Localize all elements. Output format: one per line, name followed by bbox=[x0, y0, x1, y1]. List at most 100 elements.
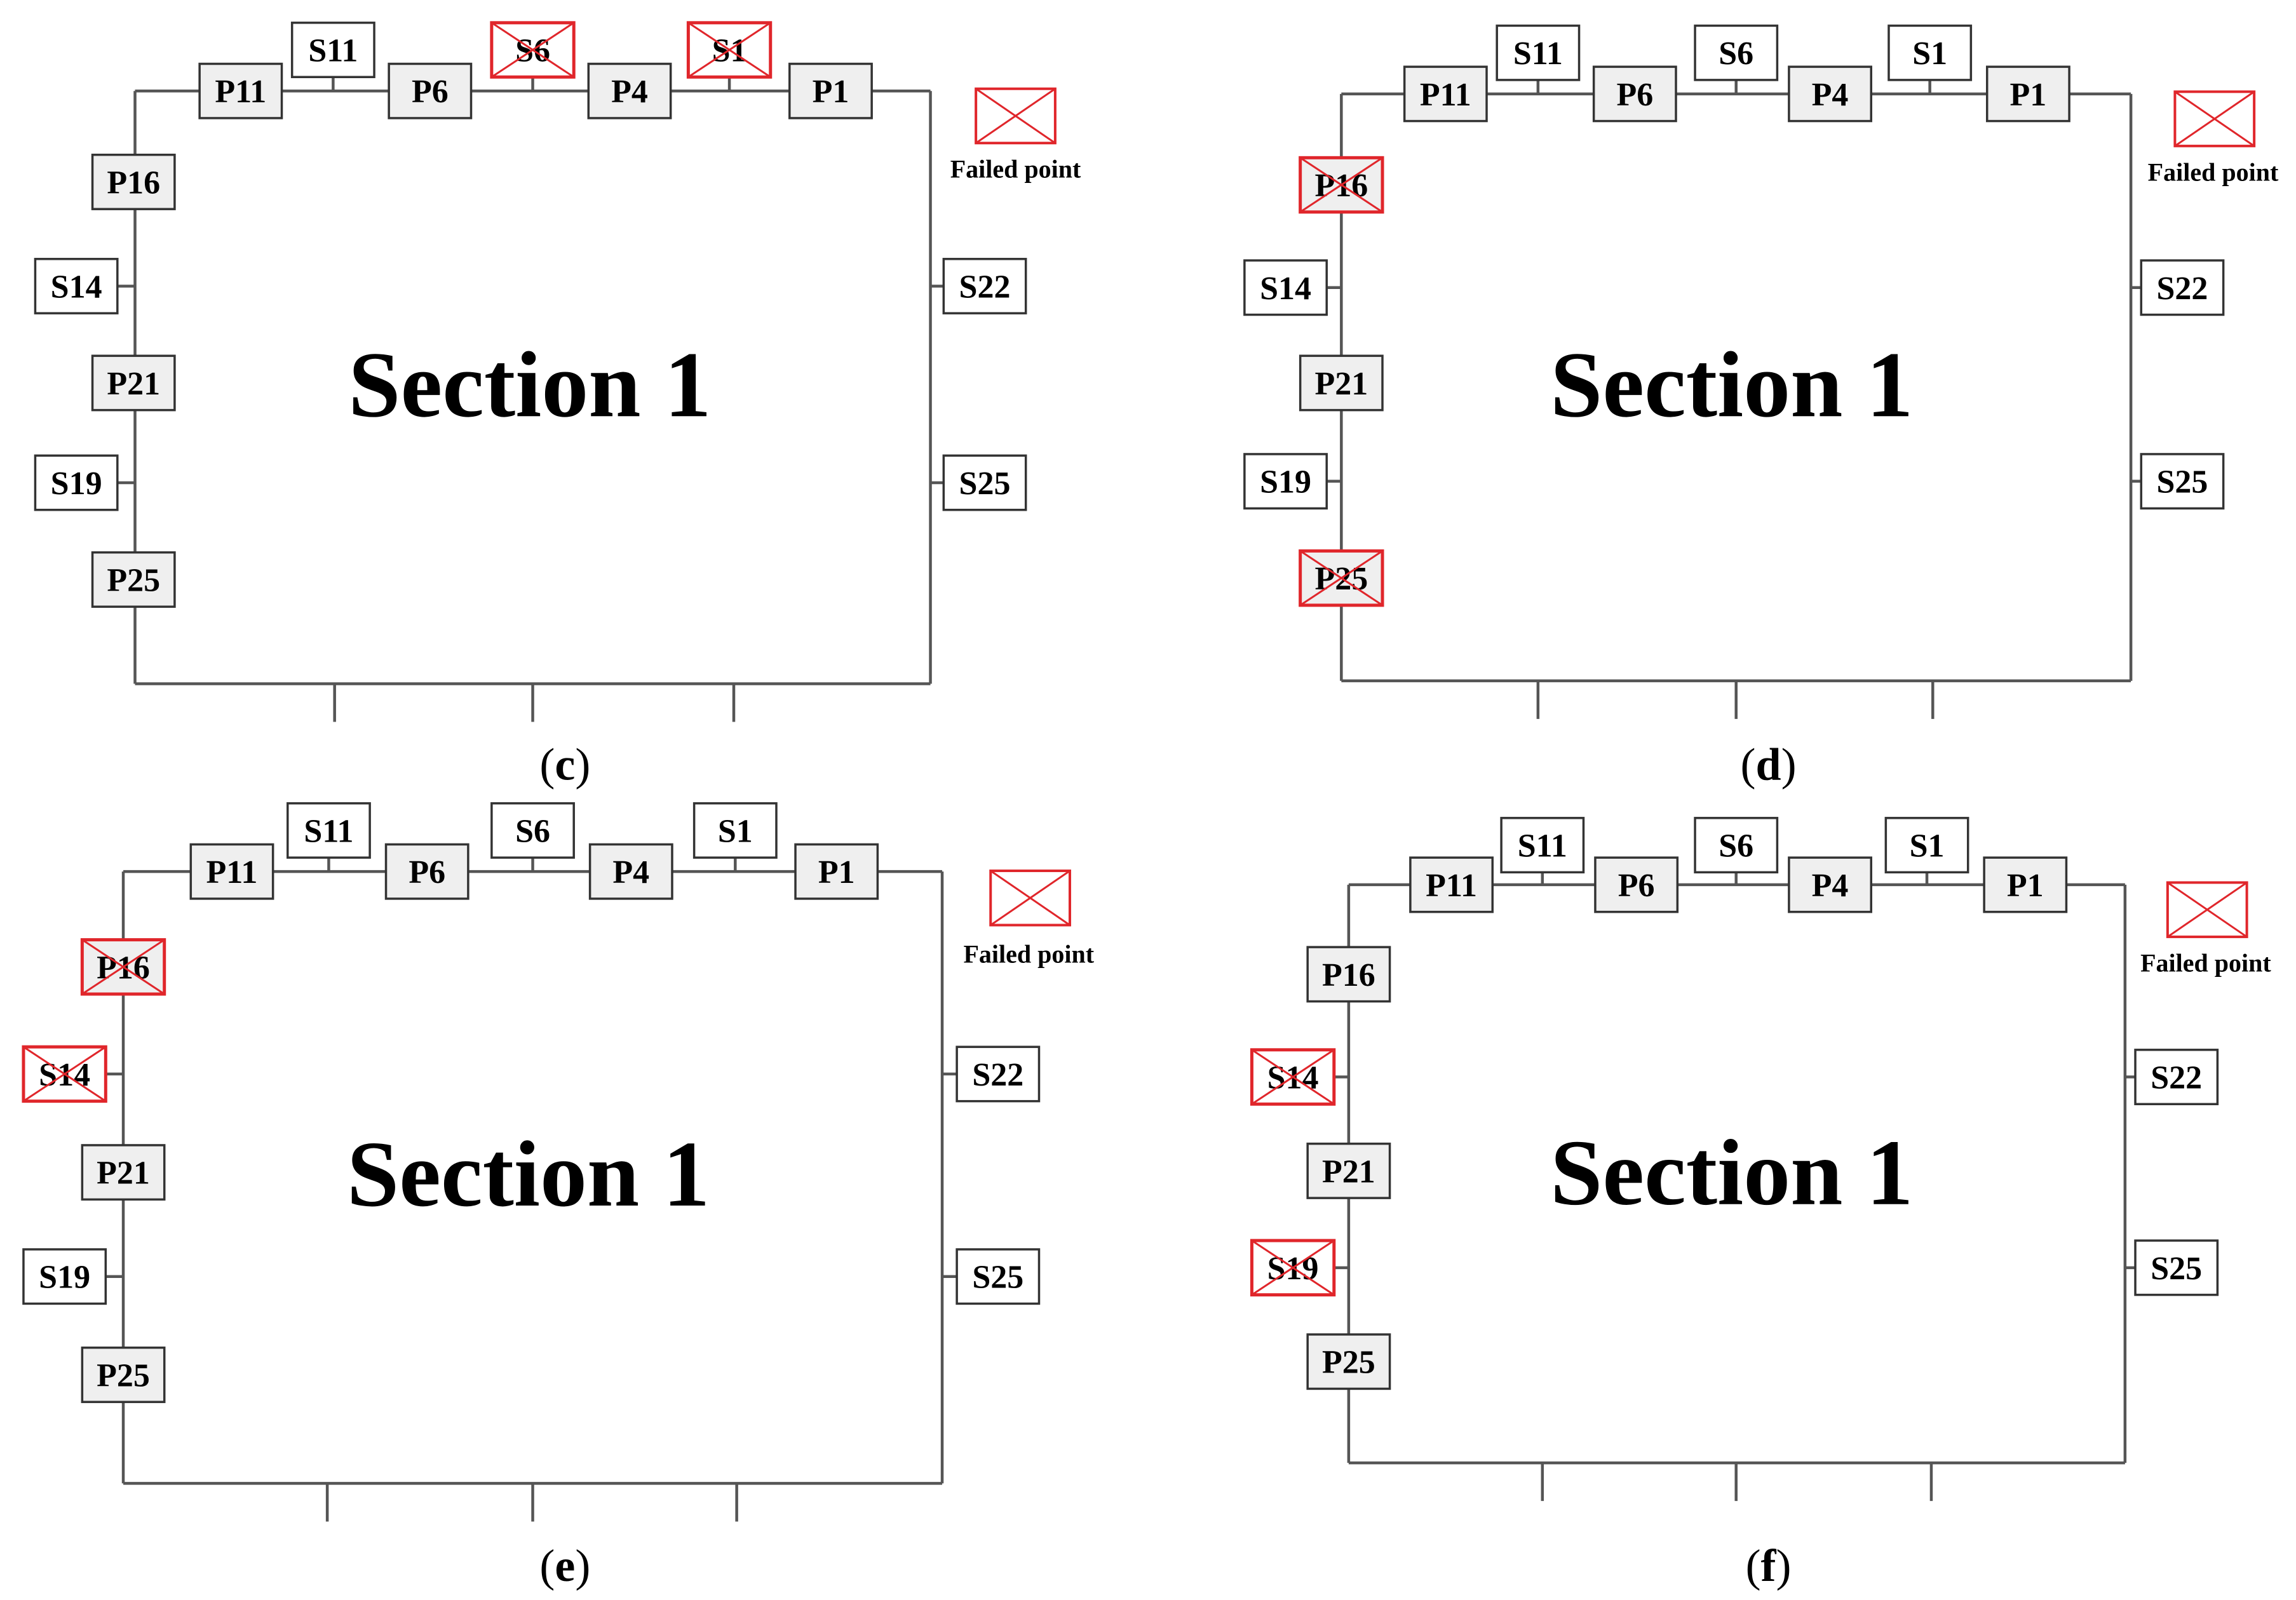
node-box bbox=[587, 62, 672, 119]
legend-cross-line bbox=[990, 870, 1070, 926]
node-s22: S22 bbox=[956, 1045, 1041, 1103]
node-s22: S22 bbox=[2140, 259, 2225, 316]
fail-cross-line bbox=[23, 1045, 107, 1102]
node-label: S14 bbox=[1260, 271, 1311, 307]
node-s25: S25 bbox=[2134, 1239, 2219, 1296]
node-label: S22 bbox=[959, 269, 1011, 305]
node-box bbox=[81, 1346, 166, 1403]
node-p16: P16 bbox=[80, 938, 166, 996]
node-box bbox=[942, 257, 1027, 314]
node-label: P1 bbox=[813, 74, 849, 110]
node-p25: P25 bbox=[81, 1346, 166, 1403]
node-label: P21 bbox=[1322, 1153, 1375, 1190]
node-box bbox=[490, 802, 575, 859]
node-label: P6 bbox=[1618, 868, 1655, 904]
node-label: S1 bbox=[718, 813, 753, 849]
node-box bbox=[384, 843, 469, 900]
node-box bbox=[1306, 1333, 1391, 1390]
node-box bbox=[788, 62, 873, 119]
node-label: P4 bbox=[612, 854, 649, 891]
node-p21: P21 bbox=[81, 1144, 166, 1201]
node-box bbox=[1985, 65, 2070, 123]
node-box bbox=[1403, 65, 1488, 123]
node-p1: P1 bbox=[1983, 856, 2068, 913]
section-title: Section 1 bbox=[1550, 1121, 1913, 1225]
node-box bbox=[1788, 856, 1872, 913]
node-label: S19 bbox=[51, 466, 102, 502]
node-s25: S25 bbox=[956, 1248, 1041, 1305]
node-box bbox=[1299, 354, 1384, 412]
fail-cross-line bbox=[491, 22, 575, 78]
node-p21: P21 bbox=[1299, 354, 1384, 412]
node-label: S6 bbox=[1719, 36, 1753, 72]
node-label: P6 bbox=[412, 74, 449, 110]
node-box bbox=[34, 454, 119, 511]
node-label: S14 bbox=[51, 269, 102, 305]
node-label: P11 bbox=[1420, 77, 1471, 113]
legend-label: Failed point bbox=[950, 155, 1081, 184]
node-p6: P6 bbox=[384, 843, 469, 900]
legend-cross-line bbox=[975, 88, 1056, 144]
node-s6: S6 bbox=[1694, 817, 1779, 874]
node-label: P21 bbox=[97, 1155, 150, 1192]
node-box bbox=[1243, 259, 1328, 316]
node-s25: S25 bbox=[942, 454, 1027, 511]
node-label: P4 bbox=[1812, 868, 1849, 904]
node-p6: P6 bbox=[1592, 65, 1677, 123]
node-label: P4 bbox=[1812, 77, 1849, 113]
node-box bbox=[91, 354, 176, 412]
node-s22: S22 bbox=[942, 257, 1027, 314]
panel-caption: (e) bbox=[539, 1540, 590, 1591]
legend-failed-point: Failed point bbox=[950, 87, 1081, 184]
section-title: Section 1 bbox=[1550, 333, 1913, 437]
node-label: S22 bbox=[972, 1057, 1023, 1093]
node-box bbox=[1306, 1142, 1391, 1199]
node-s6: S6 bbox=[490, 21, 576, 79]
node-s1: S1 bbox=[686, 21, 773, 79]
node-label: P1 bbox=[2007, 868, 2044, 904]
node-box bbox=[388, 62, 473, 119]
legend-cross-line bbox=[2167, 882, 2248, 938]
node-s19: S19 bbox=[34, 454, 119, 511]
node-box bbox=[287, 802, 371, 859]
node-label: S11 bbox=[308, 33, 358, 69]
node-label: P11 bbox=[1426, 868, 1477, 904]
node-label: P21 bbox=[1314, 366, 1368, 402]
node-label: S19 bbox=[39, 1260, 90, 1296]
panel-d: P11P6P4P1S11S6S1P16P21P25S14S19S22S25Sec… bbox=[1243, 24, 2279, 790]
node-s19: S19 bbox=[1243, 453, 1328, 510]
node-s22: S22 bbox=[2134, 1049, 2219, 1106]
node-s11: S11 bbox=[290, 22, 375, 79]
node-box bbox=[290, 22, 375, 79]
node-box bbox=[2140, 259, 2225, 316]
node-box bbox=[2140, 453, 2225, 510]
node-box bbox=[22, 1248, 107, 1305]
panel-caption: (c) bbox=[539, 739, 590, 790]
panel-caption: (d) bbox=[1741, 739, 1797, 790]
node-p25: P25 bbox=[1299, 549, 1384, 607]
node-label: S25 bbox=[2157, 464, 2208, 501]
node-box bbox=[2134, 1239, 2219, 1296]
node-box bbox=[1592, 65, 1677, 123]
legend-failed-point: Failed point bbox=[2140, 881, 2271, 977]
node-s11: S11 bbox=[287, 802, 371, 859]
node-label: P16 bbox=[107, 165, 160, 201]
node-box bbox=[1694, 24, 1779, 81]
legend-label: Failed point bbox=[964, 940, 1095, 969]
node-s14: S14 bbox=[22, 1045, 107, 1103]
node-box bbox=[1500, 817, 1585, 874]
node-s19: S19 bbox=[1250, 1239, 1336, 1297]
node-label: P25 bbox=[97, 1357, 150, 1394]
node-p16: P16 bbox=[91, 153, 176, 210]
node-p25: P25 bbox=[91, 551, 176, 608]
node-p4: P4 bbox=[1788, 856, 1872, 913]
node-s14: S14 bbox=[1243, 259, 1328, 316]
panel-c: P11P6P4P1S11S6S1P16P21P25S14S19S22S25Sec… bbox=[34, 21, 1081, 790]
node-s1: S1 bbox=[692, 802, 778, 859]
fail-cross-line bbox=[687, 22, 771, 78]
node-label: S6 bbox=[1719, 828, 1753, 864]
node-label: P25 bbox=[107, 562, 160, 598]
node-box bbox=[794, 843, 879, 900]
node-label: P1 bbox=[2010, 77, 2047, 113]
